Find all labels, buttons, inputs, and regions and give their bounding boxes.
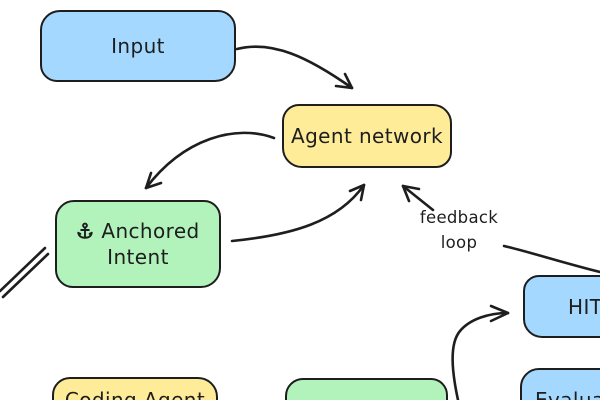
- arrow-input-to-agent-network: [235, 45, 354, 90]
- node-hitl: HITL: [523, 275, 600, 338]
- arrow-agent-network-to-anchored-intent: [144, 131, 276, 190]
- arrowhead-bottom-to-hitl: [489, 304, 510, 323]
- node-evaluator: Evaluator: [520, 368, 600, 400]
- arrow-feedback-loop-segment-lower: [502, 244, 600, 274]
- node-agent-network: Agent network: [282, 104, 452, 168]
- node-input: Input: [40, 10, 236, 82]
- double-line-bottom-left: [0, 246, 50, 299]
- anchor-icon: [76, 222, 94, 240]
- node-anchored-intent-label-line1: Anchored: [101, 219, 200, 243]
- node-coding-agent: Coding Agent: [52, 377, 218, 400]
- arrowhead-feedback-loop: [401, 184, 421, 203]
- node-anchored-intent: Anchored Intent: [55, 200, 221, 288]
- node-agent-network-label: Agent network: [291, 124, 443, 148]
- node-evaluator-label: Evaluator: [535, 388, 600, 400]
- feedback-loop-label: feedback loop: [419, 208, 499, 252]
- node-coding-agent-label: Coding Agent: [64, 388, 206, 400]
- anchored-intent-line1: Anchored: [76, 218, 199, 244]
- arrow-anchored-intent-to-agent-network: [230, 183, 366, 243]
- arrowhead-input-to-agent-network: [334, 72, 354, 90]
- node-hitl-label: HITL: [568, 294, 600, 319]
- node-input-label: Input: [111, 34, 165, 58]
- node-anchored-intent-label-line2: Intent: [107, 245, 169, 269]
- arrowhead-anchored-intent-to-agent-network: [348, 183, 366, 202]
- arrow-bottom-to-hitl: [451, 311, 510, 400]
- node-green-bottom: [285, 378, 448, 400]
- arrowhead-agent-network-to-anchored-intent: [144, 171, 163, 190]
